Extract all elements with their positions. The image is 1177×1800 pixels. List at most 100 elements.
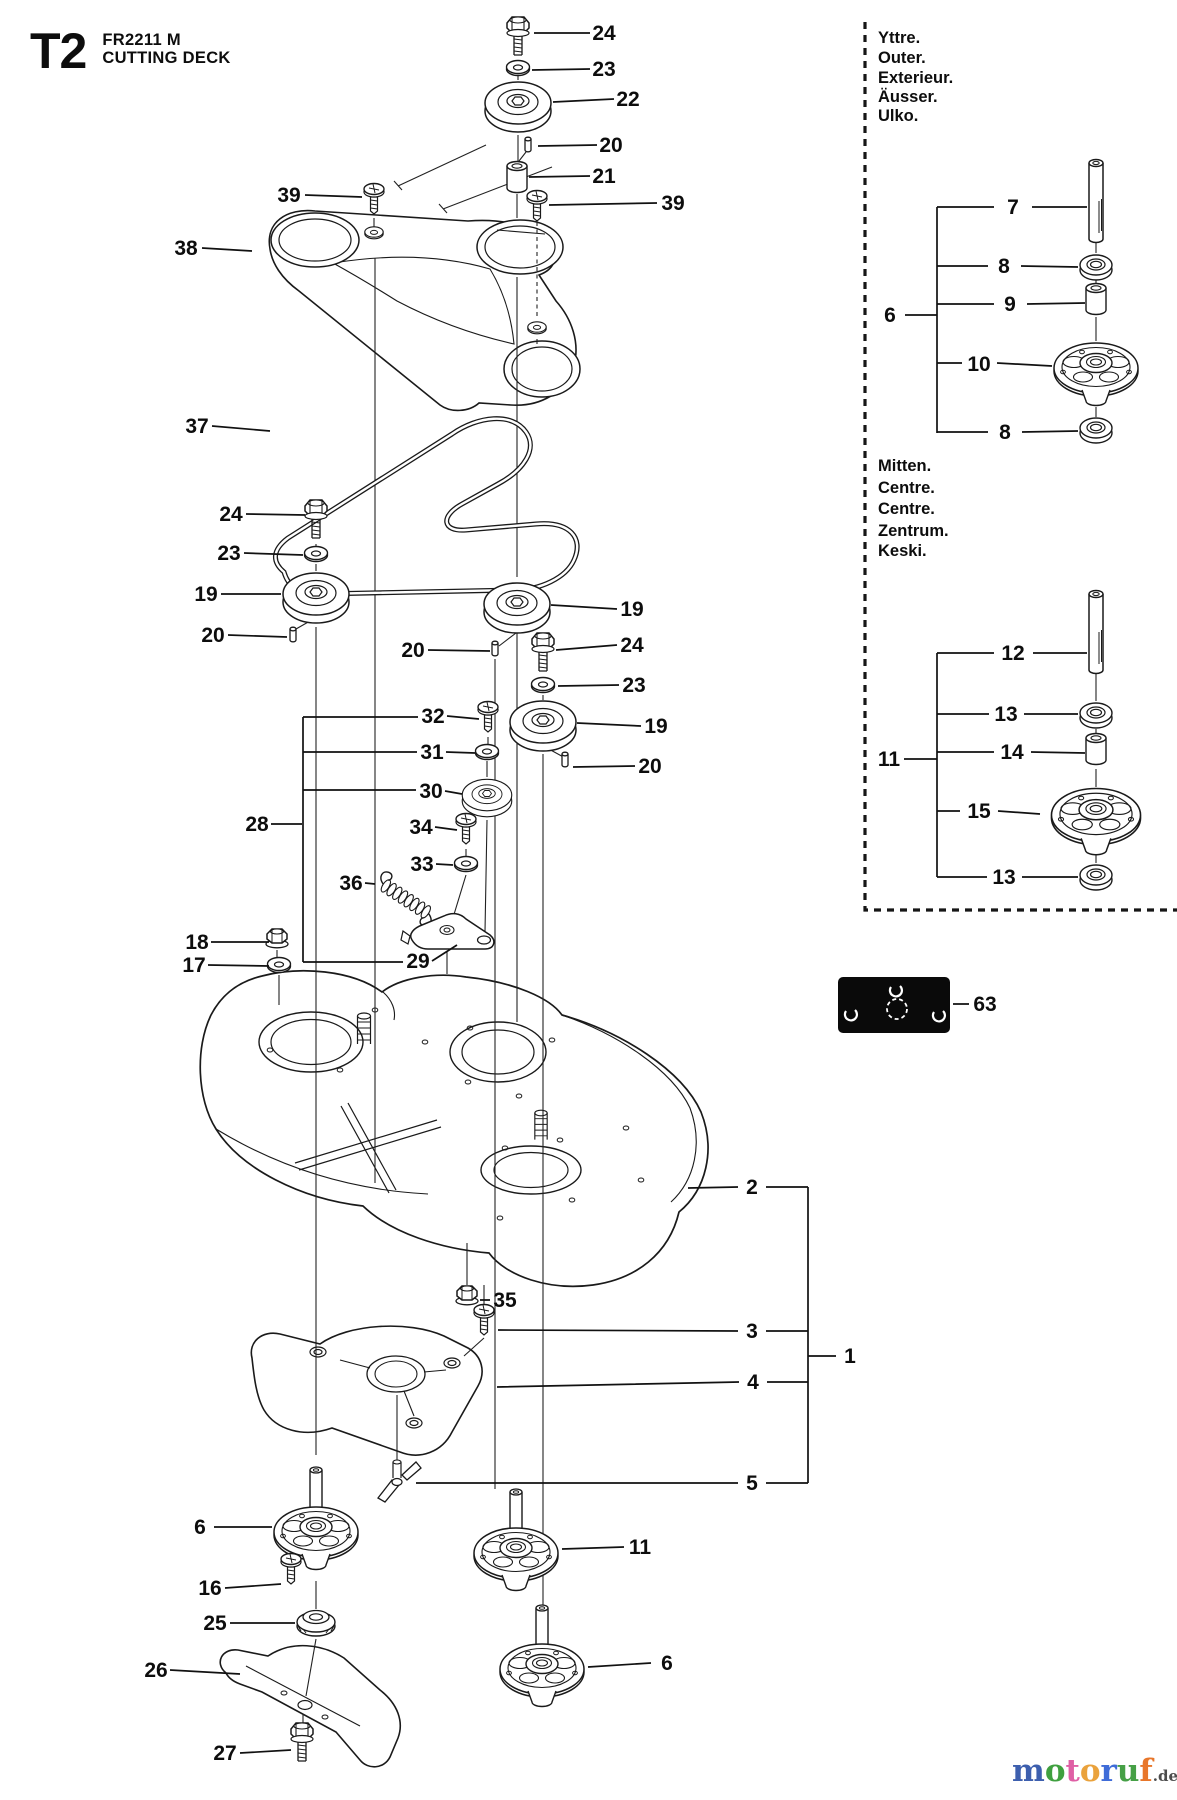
part-number-label: 38 xyxy=(174,237,198,260)
part-number-label: 19 xyxy=(194,583,217,606)
outer-heading-line: Yttre. xyxy=(878,29,920,47)
hardware-parts xyxy=(265,16,1142,1762)
construction-lines xyxy=(276,76,1097,1725)
cutting-deck-drawing xyxy=(199,969,709,1288)
part-number-label: 30 xyxy=(419,780,442,803)
part-number-label: 39 xyxy=(277,184,300,207)
outer-heading-line: Exterieur. xyxy=(878,69,953,87)
blade-guard-drawing xyxy=(250,1325,483,1456)
idler-pulley-19c xyxy=(509,700,577,752)
logo-letter: f xyxy=(1139,1753,1153,1789)
logo-letter: o xyxy=(1044,1753,1066,1789)
centre-heading-line: Mitten. xyxy=(878,457,931,475)
part-number-label: 36 xyxy=(339,872,362,895)
part-number-label: 11 xyxy=(629,1536,652,1559)
idler-pulley-22 xyxy=(484,81,552,133)
dashed-region-border xyxy=(863,22,1177,912)
centre-spindle-housing-15 xyxy=(1050,787,1142,856)
part-number-label: 8 xyxy=(999,421,1011,444)
part-number-label: 20 xyxy=(599,134,622,157)
blade-drawing xyxy=(219,1644,402,1768)
leader-lines xyxy=(169,32,1087,1754)
part-number-label: 24 xyxy=(219,503,243,526)
part-number-label: 4 xyxy=(747,1371,759,1394)
part-number-label: 32 xyxy=(421,705,444,728)
motoruf-logo[interactable]: motoruf.de xyxy=(1012,1754,1177,1793)
panel-headings: Yttre.Outer.Exterieur.Äusser.Ulko.Mitten… xyxy=(878,29,953,560)
model-name: FR2211 M xyxy=(102,31,181,49)
part-number-label: 20 xyxy=(638,755,661,778)
spindle-housing-11 xyxy=(473,1527,559,1592)
part-number-label: 11 xyxy=(878,748,901,771)
figure-title: CUTTING DECK xyxy=(102,48,231,67)
part-number-label: 35 xyxy=(493,1289,517,1312)
centre-heading-line: Centre. xyxy=(878,479,935,497)
idler-pulley-19a xyxy=(282,572,350,624)
part-number-label: 37 xyxy=(185,415,208,438)
centre-heading-line: Keski. xyxy=(878,542,927,560)
part-number-label: 19 xyxy=(644,715,667,738)
tension-arm xyxy=(400,912,495,950)
part-number-label: 17 xyxy=(182,954,205,977)
logo-letter: o xyxy=(1079,1753,1101,1789)
outer-heading-line: Äusser. xyxy=(878,88,938,106)
part-number-label: 33 xyxy=(410,853,433,876)
part-number-label: 23 xyxy=(592,58,615,81)
part-number-label: 24 xyxy=(592,22,616,45)
part-number-label: 9 xyxy=(1004,293,1016,316)
part-number-label: 28 xyxy=(245,813,269,836)
logo-domain-suffix: .de xyxy=(1152,1767,1177,1785)
logo-letter: u xyxy=(1116,1753,1140,1789)
part-number-label: 12 xyxy=(1001,642,1024,665)
part-number-label: 23 xyxy=(217,542,240,565)
part-number-label: 3 xyxy=(746,1320,758,1343)
figure-code: T2 xyxy=(30,23,87,79)
part-number-label: 25 xyxy=(203,1612,227,1635)
part-number-label: 8 xyxy=(998,255,1010,278)
part-number-label: 2 xyxy=(746,1176,758,1199)
part-number-label: 34 xyxy=(409,816,433,839)
part-number-label: 14 xyxy=(1000,741,1024,764)
part-number-label: 63 xyxy=(973,993,996,1016)
part-number-label: 22 xyxy=(616,88,639,111)
logo-letter: r xyxy=(1100,1753,1117,1789)
outer-spindle-housing-10 xyxy=(1053,342,1139,407)
logo-letter: m xyxy=(1012,1753,1045,1789)
part-number-label: 39 xyxy=(661,192,684,215)
part-number-label: 18 xyxy=(185,931,209,954)
part-number-label: 7 xyxy=(1007,196,1019,219)
spindle-housing-6-right xyxy=(499,1643,585,1708)
part-number-label: 20 xyxy=(401,639,424,662)
part-number-label: 5 xyxy=(746,1472,758,1495)
tension-spring xyxy=(380,871,432,927)
title-block: T2 FR2211 M CUTTING DECK xyxy=(30,23,231,79)
part-number-label: 23 xyxy=(622,674,645,697)
part-number-label: 1 xyxy=(844,1345,856,1368)
mounting-pad-drawing xyxy=(838,977,950,1033)
part-number-label: 15 xyxy=(967,800,991,823)
belt-cover-drawing xyxy=(268,209,581,412)
centre-heading-line: Zentrum. xyxy=(878,522,949,540)
part-number-label: 6 xyxy=(194,1516,206,1539)
part-number-label: 6 xyxy=(661,1652,673,1675)
idler-pulley-19b xyxy=(483,582,551,634)
blade-bracket-5 xyxy=(377,1459,422,1503)
part-number-label: 27 xyxy=(213,1742,236,1765)
tension-pulley-30 xyxy=(461,778,513,818)
outer-heading-line: Outer. xyxy=(878,49,926,67)
part-number-label: 24 xyxy=(620,634,644,657)
part-number-label: 31 xyxy=(420,741,444,764)
centre-heading-line: Centre. xyxy=(878,500,935,518)
part-number-label: 21 xyxy=(592,165,616,188)
part-number-label: 6 xyxy=(884,304,896,327)
part-number-label: 19 xyxy=(620,598,643,621)
part-number-label: 13 xyxy=(992,866,1015,889)
part-number-label: 16 xyxy=(198,1577,221,1600)
part-number-label: 29 xyxy=(406,950,429,973)
logo-letter: t xyxy=(1065,1753,1080,1789)
part-number-label: 13 xyxy=(994,703,1017,726)
part-number-label: 20 xyxy=(201,624,224,647)
